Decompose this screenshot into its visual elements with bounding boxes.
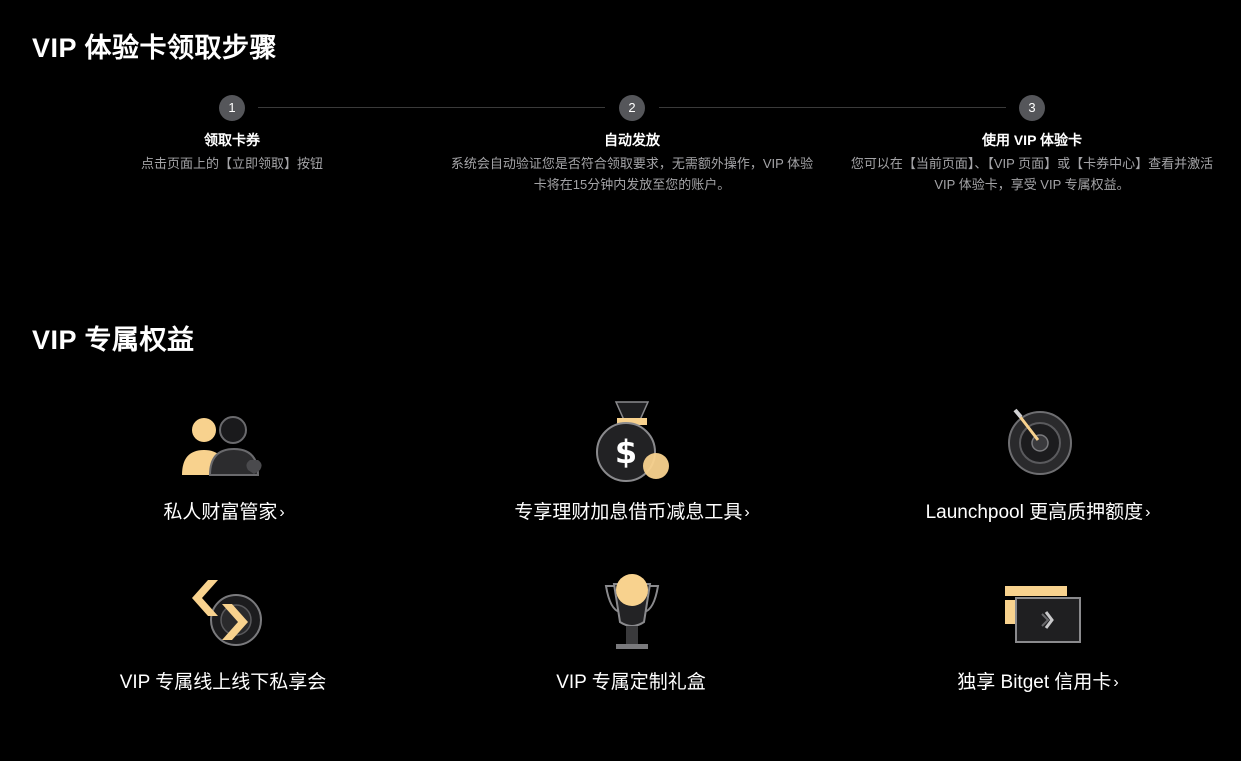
step-description: 系统会自动验证您是否符合领取要求，无需额外操作，VIP 体验卡将在15分钟内发放…: [450, 156, 814, 192]
step-1: 领取卡券 点击页面上的【立即领取】按钮: [42, 131, 422, 174]
svg-text:$: $: [615, 433, 637, 471]
benefit-label: Launchpool 更高质押额度›: [925, 502, 1151, 523]
step-description: 点击页面上的【立即领取】按钮: [140, 156, 323, 171]
credit-card-icon: [988, 570, 1088, 660]
chevron-right-icon: ›: [1113, 674, 1119, 691]
chevron-right-icon: ›: [1145, 504, 1151, 521]
step-title: 自动发放: [604, 132, 660, 148]
step-connector-line: [258, 107, 605, 108]
benefit-label: VIP 专属线上线下私享会: [119, 672, 327, 693]
arrows-icon: [174, 570, 274, 660]
step-number-badge: 1: [219, 95, 245, 121]
step-number-badge: 3: [1019, 95, 1045, 121]
target-icon: [988, 400, 1088, 490]
benefit-label: 专享理财加息借币减息工具›: [514, 502, 750, 523]
steps-section-title: VIP 体验卡领取步骤: [32, 33, 278, 63]
trophy-icon: [582, 570, 682, 660]
step-connector-line: [659, 107, 1006, 108]
step-2: 自动发放 系统会自动验证您是否符合领取要求，无需额外操作，VIP 体验卡将在15…: [442, 131, 822, 195]
step-3: 使用 VIP 体验卡 您可以在【当前页面】、【VIP 页面】或【卡券中心】查看并…: [842, 131, 1222, 195]
benefits-section-title: VIP 专属权益: [32, 325, 195, 355]
people-icon: [174, 400, 274, 490]
step-number-badge: 2: [619, 95, 645, 121]
chevron-right-icon: ›: [744, 504, 750, 521]
benefit-label: 私人财富管家›: [163, 502, 285, 523]
step-description: 您可以在【当前页面】、【VIP 页面】或【卡券中心】查看并激活 VIP 体验卡，…: [850, 156, 1214, 192]
step-title: 领取卡券: [204, 132, 260, 148]
step-title: 使用 VIP 体验卡: [981, 132, 1083, 148]
benefit-label: VIP 专属定制礼盒: [556, 672, 706, 693]
chevron-right-icon: ›: [279, 504, 285, 521]
money-bag-icon: $: [582, 400, 682, 490]
benefit-label: 独享 Bitget 信用卡›: [957, 672, 1119, 693]
